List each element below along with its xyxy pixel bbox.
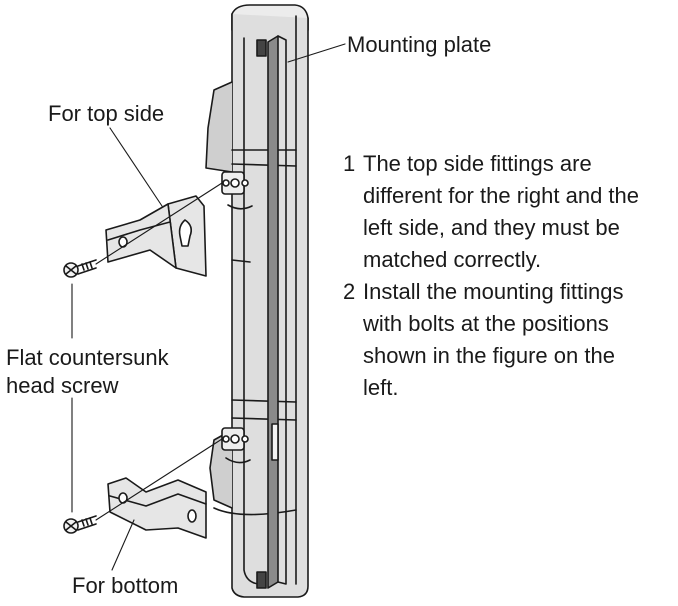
lower-mount-holes [221, 427, 251, 464]
leader-bottom [111, 519, 135, 571]
leader-mounting-plate [287, 43, 346, 63]
note-line: matched correctly. [363, 247, 542, 272]
screw-label-line-1: Flat countersunk [6, 345, 169, 370]
note-number: 1 [343, 151, 356, 176]
note-line: Install the mounting fittings [363, 279, 624, 304]
note-line: left. [363, 375, 399, 400]
note-number: 2 [343, 279, 356, 304]
note-item: 1 The top side fittings are different fo… [343, 148, 678, 276]
note-line: shown in the figure on the [363, 343, 615, 368]
bottom-bracket [107, 477, 207, 539]
upper-screw-axis [95, 182, 223, 265]
top-side-label: For top side [48, 101, 165, 126]
note-line: different for the right and the [363, 183, 639, 208]
note-line: The top side fittings are [363, 151, 592, 176]
bottom-screw [63, 515, 97, 534]
lower-screw-axis [95, 438, 223, 521]
leader-top-side [109, 127, 163, 207]
screw-label-line-2: head screw [6, 373, 119, 398]
mounting-plate-label: Mounting plate [347, 32, 492, 57]
upper-mount-holes [221, 171, 253, 210]
instruction-notes: 1 The top side fittings are different fo… [343, 148, 678, 404]
mounting-plate [256, 35, 287, 589]
note-line: with bolts at the positions [363, 311, 609, 336]
device-housing [205, 4, 309, 598]
note-item: 2 Install the mounting fittings with bol… [343, 276, 678, 404]
screw-label: Flat countersunk head screw [6, 344, 169, 400]
bottom-label: For bottom [72, 573, 179, 598]
top-screw [63, 259, 97, 278]
note-line: left side, and they must be [363, 215, 620, 240]
top-side-bracket [105, 195, 207, 277]
